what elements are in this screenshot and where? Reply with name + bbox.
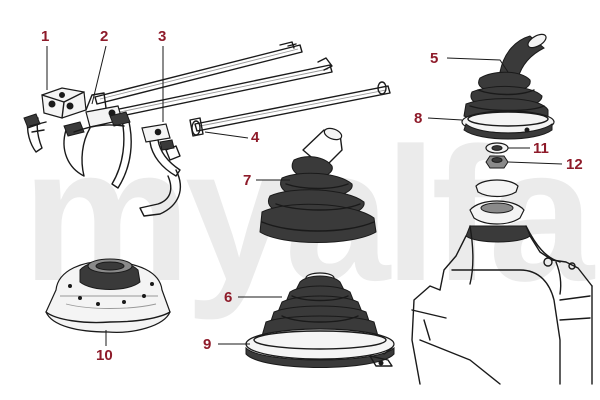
callout-7: 7 bbox=[243, 172, 252, 189]
selector-fork-2 bbox=[63, 92, 132, 189]
leader-2 bbox=[91, 45, 107, 105]
leader-4 bbox=[204, 131, 249, 139]
boot-clamp-ring-8 bbox=[461, 110, 555, 140]
callout-1: 1 bbox=[41, 28, 50, 45]
nut-11 bbox=[485, 142, 509, 154]
callout-2: 2 bbox=[100, 28, 109, 45]
callout-4: 4 bbox=[251, 129, 260, 146]
shift-rod-middle bbox=[104, 57, 333, 120]
shift-rod-top bbox=[94, 41, 303, 105]
leader-12 bbox=[507, 161, 563, 165]
callout-11: 11 bbox=[533, 140, 549, 157]
leader-lines bbox=[46, 45, 563, 346]
callout-9: 9 bbox=[203, 336, 212, 353]
clamp-ring-9 bbox=[245, 328, 395, 368]
boot-seat-10 bbox=[45, 258, 171, 333]
gearbox-housing bbox=[411, 179, 593, 385]
gear-lever-boot-5 bbox=[463, 33, 549, 123]
shift-rods bbox=[94, 41, 391, 137]
leader-5 bbox=[446, 57, 509, 73]
selector-fork-3 bbox=[139, 123, 181, 217]
shift-rod-bottom bbox=[189, 81, 391, 137]
callout-6: 6 bbox=[224, 289, 233, 306]
leader-8 bbox=[427, 117, 463, 121]
nut-12 bbox=[485, 155, 509, 169]
callout-5: 5 bbox=[430, 50, 439, 67]
selector-fork-1 bbox=[23, 87, 87, 153]
callout-8: 8 bbox=[414, 110, 423, 127]
callout-10: 10 bbox=[96, 347, 113, 364]
callout-3: 3 bbox=[158, 28, 167, 45]
callout-12: 12 bbox=[566, 156, 583, 173]
gear-lever-boot-7 bbox=[259, 127, 377, 243]
